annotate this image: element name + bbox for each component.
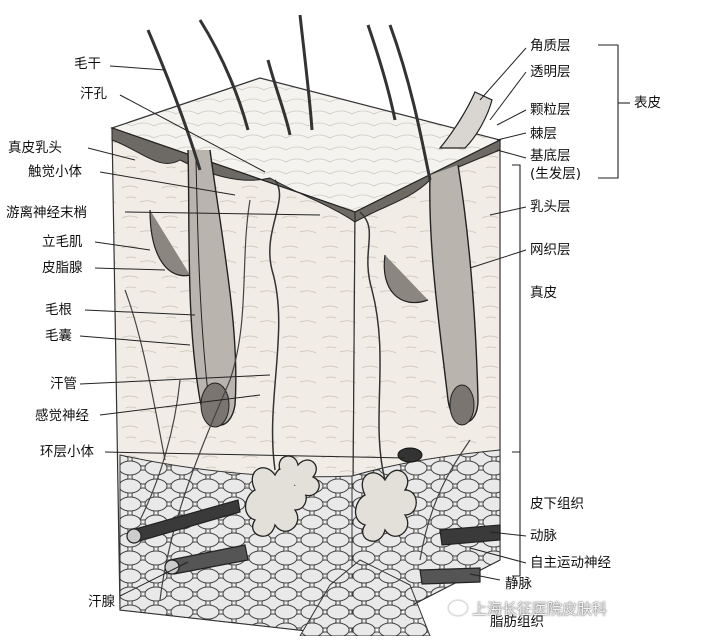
label-stratum-corneum: 角质层 — [530, 38, 571, 54]
label-sensory-nerve: 感觉神经 — [35, 408, 89, 424]
label-dermal-papilla: 真皮乳头 — [8, 140, 62, 156]
right-hair-follicle — [383, 164, 479, 426]
wechat-logo-icon — [448, 600, 468, 616]
label-free-nerve-endings: 游离神经末梢 — [6, 205, 87, 221]
sweat-ducts — [269, 179, 386, 481]
label-hair-follicle: 毛囊 — [45, 328, 72, 344]
nerves — [124, 199, 471, 601]
watermark: 上海长征医院皮肤科 — [448, 598, 607, 619]
label-hair-root: 毛根 — [45, 302, 72, 318]
watermark-text: 上海长征医院皮肤科 — [472, 600, 608, 618]
brackets — [512, 44, 630, 577]
sweat-gland-coils — [244, 455, 417, 542]
label-arrector-pili: 立毛肌 — [42, 234, 83, 250]
label-pore: 汗孔 — [80, 86, 107, 102]
label-stratum-spinosum: 棘层 — [530, 126, 557, 142]
label-sweat-duct: 汗管 — [50, 376, 77, 392]
label-epidermis: 表皮 — [634, 95, 661, 111]
label-hair-shaft: 毛干 — [74, 56, 101, 72]
label-autonomic-nerve: 自主运动神经 — [530, 555, 611, 571]
label-stratum-lucidum: 透明层 — [530, 64, 571, 80]
label-reticular-layer: 网织层 — [530, 242, 571, 258]
label-dermis: 真皮 — [530, 285, 557, 301]
label-stratum-basale-note: (生发层) — [530, 166, 582, 182]
left-hair-follicle — [149, 149, 237, 428]
lamellar-corpuscle — [397, 447, 423, 463]
label-sebaceous-gland: 皮脂腺 — [42, 260, 83, 276]
label-lamellar-corpuscle: 环层小体 — [40, 444, 94, 460]
blood-vessels — [126, 499, 501, 585]
label-vein: 静脉 — [505, 576, 532, 592]
label-tactile-corpuscle: 触觉小体 — [28, 164, 82, 180]
leader-lines — [79, 47, 527, 597]
label-stratum-basale: 基底层 — [530, 148, 571, 164]
label-sweat-gland: 汗腺 — [88, 594, 115, 610]
label-subcutaneous: 皮下组织 — [530, 496, 584, 512]
label-stratum-granulosum: 颗粒层 — [530, 102, 571, 118]
label-artery: 动脉 — [530, 528, 557, 544]
epidermis-front — [111, 127, 356, 223]
label-adipose: 脂肪组织 — [490, 614, 544, 630]
label-papillary-layer: 乳头层 — [530, 199, 571, 215]
hair-shafts — [146, 14, 432, 181]
